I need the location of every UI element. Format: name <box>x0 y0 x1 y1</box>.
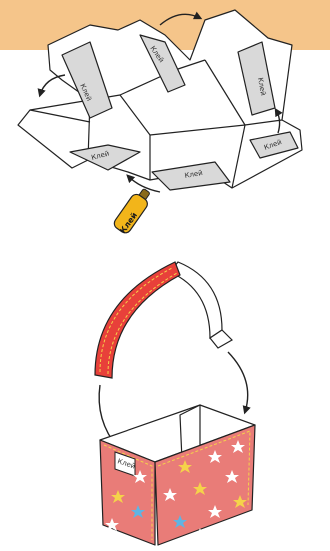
glue-tab-2 <box>139 34 186 93</box>
glue-tab-4 <box>69 144 141 171</box>
box-stars <box>105 440 247 541</box>
glue-label-5: Клей <box>184 169 203 180</box>
box-stitching <box>103 430 251 540</box>
arrow-glue-bottle <box>126 174 161 193</box>
glue-tab-5 <box>151 161 231 191</box>
arrow-fold-up <box>274 107 283 134</box>
arrow-fold-left <box>37 74 66 98</box>
glue-tab-1 <box>61 41 113 119</box>
fold-arrows-top <box>37 11 283 193</box>
unfolded-box-net <box>17 9 303 191</box>
handle-stitching <box>99 267 173 373</box>
glue-bottle <box>113 188 150 234</box>
arrow-fold-right <box>159 11 203 26</box>
arrow-handle-right <box>227 351 251 415</box>
glue-tab-6 <box>249 131 299 159</box>
handle-strip <box>94 261 233 379</box>
glue-label-3: Клей <box>256 77 267 96</box>
